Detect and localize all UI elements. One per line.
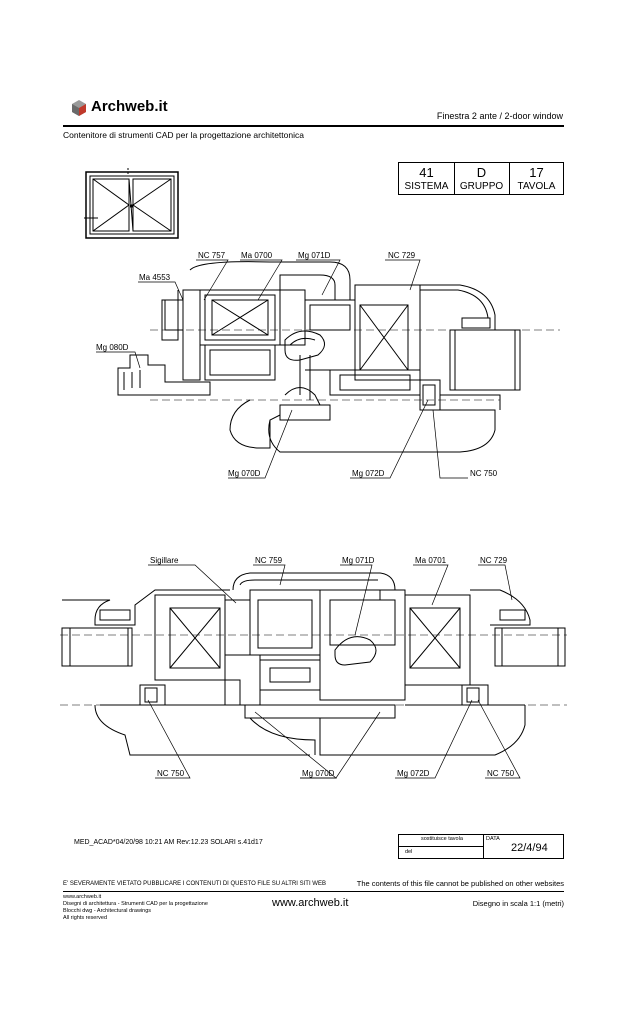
- label-mg070d: Mg 070D: [228, 469, 261, 478]
- label-ma0701: Ma 0701: [415, 556, 447, 565]
- code-tavola-value: 17: [529, 165, 544, 180]
- label-nc759: NC 759: [255, 556, 283, 565]
- label-nc750-left: NC 750: [157, 769, 185, 778]
- code-gruppo-label: GRUPPO: [459, 181, 504, 192]
- data-label: DATA: [486, 836, 500, 842]
- file-info: MED_ACAD*04/20/98 10:21 AM Rev:12.23 SOL…: [74, 839, 263, 846]
- label-nc750-right: NC 750: [487, 769, 515, 778]
- header-rule: [63, 125, 564, 127]
- warning-italian: E' SEVERAMENTE VIETATO PUBBLICARE I CONT…: [63, 881, 326, 887]
- label-nc729-2: NC 729: [480, 556, 508, 565]
- footer-rule: [63, 891, 564, 892]
- code-tavola-label: TAVOLA: [517, 181, 556, 192]
- footer-small-2: Disegni di architettura - Strumenti CAD …: [63, 901, 208, 907]
- footer-small-3: Blocchi dwg - Architectural drawings: [63, 908, 152, 914]
- label-mg070d-2: Mg 070D: [302, 769, 335, 778]
- label-ma0700: Ma 0700: [241, 251, 273, 260]
- scale-info: Disegno in scala 1:1 (metri): [472, 899, 564, 908]
- label-mg071d: Mg 071D: [298, 251, 331, 260]
- label-mg080d: Mg 080D: [96, 343, 129, 352]
- code-sistema-value: 41: [419, 165, 434, 180]
- label-mg071d-2: Mg 071D: [342, 556, 375, 565]
- sostituisce-label: sostituisce tavola: [421, 836, 463, 842]
- brand-name: Archweb.it: [91, 98, 168, 115]
- label-nc729: NC 729: [388, 251, 416, 260]
- date-box: sostituisce tavola del DATA 22/4/94: [398, 834, 564, 859]
- drawing-title: Finestra 2 ante / 2-door window: [436, 111, 563, 121]
- label-nc757: NC 757: [198, 251, 226, 260]
- code-gruppo-value: D: [476, 165, 487, 180]
- date-value: 22/4/94: [511, 842, 548, 854]
- del-label: del: [405, 849, 413, 855]
- website-link[interactable]: www.archweb.it: [272, 897, 349, 909]
- label-nc750: NC 750: [470, 469, 498, 478]
- section-2-profile: [60, 564, 567, 779]
- footer-small-4: All rights reserved: [63, 915, 108, 921]
- code-sistema-label: SISTEMA: [404, 181, 449, 192]
- section-1-profile: [96, 259, 560, 479]
- label-mg072d: Mg 072D: [352, 469, 385, 478]
- code-box: 41 SISTEMA D GRUPPO 17 TAVOLA: [398, 162, 564, 195]
- label-mg072d-2: Mg 072D: [397, 769, 430, 778]
- label-ma4553: Ma 4553: [139, 273, 171, 282]
- subtitle: Contenitore di strumenti CAD per la prog…: [63, 130, 304, 140]
- label-sigillare: Sigillare: [150, 556, 179, 565]
- footer-small-1: www.archweb.it: [63, 894, 102, 900]
- window-thumbnail: [84, 168, 179, 239]
- warning-english: The contents of this file cannot be publ…: [356, 879, 564, 888]
